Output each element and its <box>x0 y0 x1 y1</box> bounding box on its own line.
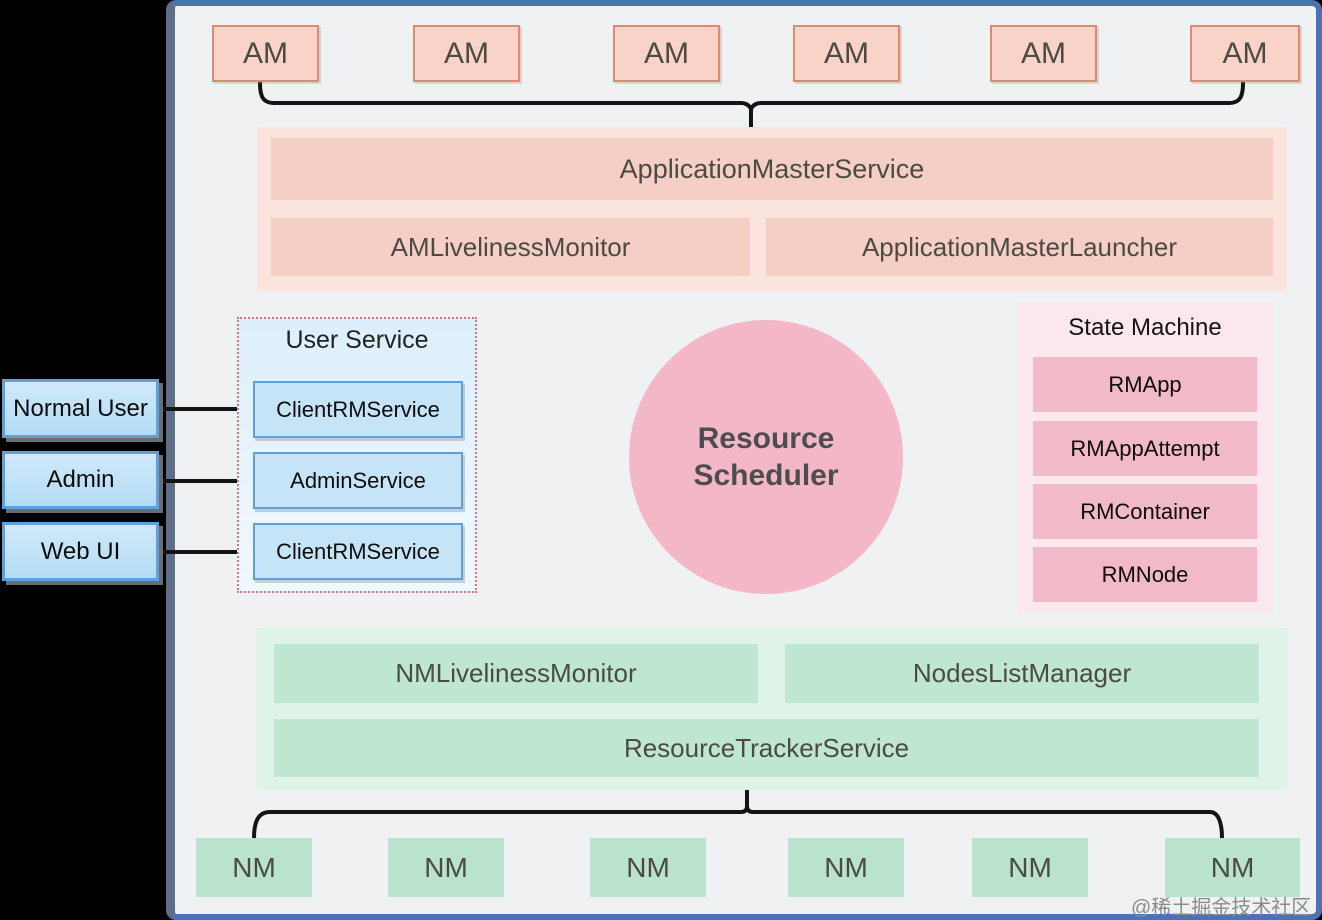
normal-user-box: Normal User <box>2 379 159 438</box>
rmappattempt-bar: RMAppAttempt <box>1033 421 1257 476</box>
admin-box: Admin <box>2 451 159 509</box>
am-box: AM <box>990 25 1097 82</box>
am-liveliness-monitor-bar: AMLivelinessMonitor <box>271 218 750 276</box>
rmnode-bar: RMNode <box>1033 547 1257 602</box>
state-machine-title: State Machine <box>1068 314 1222 341</box>
admin-service-box: AdminService <box>253 452 463 509</box>
watermark-text: @稀土掘金技术社区 <box>1131 897 1312 919</box>
resource-tracker-service-bar: ResourceTrackerService <box>274 719 1259 777</box>
nm-box: NM <box>388 838 504 897</box>
user-service-title: User Service <box>285 326 429 354</box>
nm-box: NM <box>590 838 706 897</box>
nm-box: NM <box>1165 838 1300 897</box>
nm-box: NM <box>972 838 1088 897</box>
application-master-service-bar: ApplicationMasterService <box>271 138 1273 200</box>
client-rm-service-box-2: ClientRMService <box>253 523 463 580</box>
rmcontainer-bar: RMContainer <box>1033 484 1257 539</box>
nm-box: NM <box>196 838 312 897</box>
web-ui-box: Web UI <box>2 522 159 581</box>
client-rm-service-box: ClientRMService <box>253 381 463 438</box>
am-box: AM <box>613 25 720 82</box>
nm-liveliness-monitor-bar: NMLivelinessMonitor <box>274 644 758 703</box>
nodes-list-manager-bar: NodesListManager <box>785 644 1259 703</box>
am-box: AM <box>212 25 319 82</box>
am-box: AM <box>793 25 900 82</box>
am-box: AM <box>1190 25 1300 82</box>
application-master-launcher-bar: ApplicationMasterLauncher <box>766 218 1273 276</box>
rmapp-bar: RMApp <box>1033 357 1257 412</box>
am-box: AM <box>413 25 520 82</box>
resource-scheduler-circle: Resource Scheduler <box>629 320 903 594</box>
nm-box: NM <box>788 838 904 897</box>
resource-scheduler-label: Resource Scheduler <box>693 421 839 493</box>
